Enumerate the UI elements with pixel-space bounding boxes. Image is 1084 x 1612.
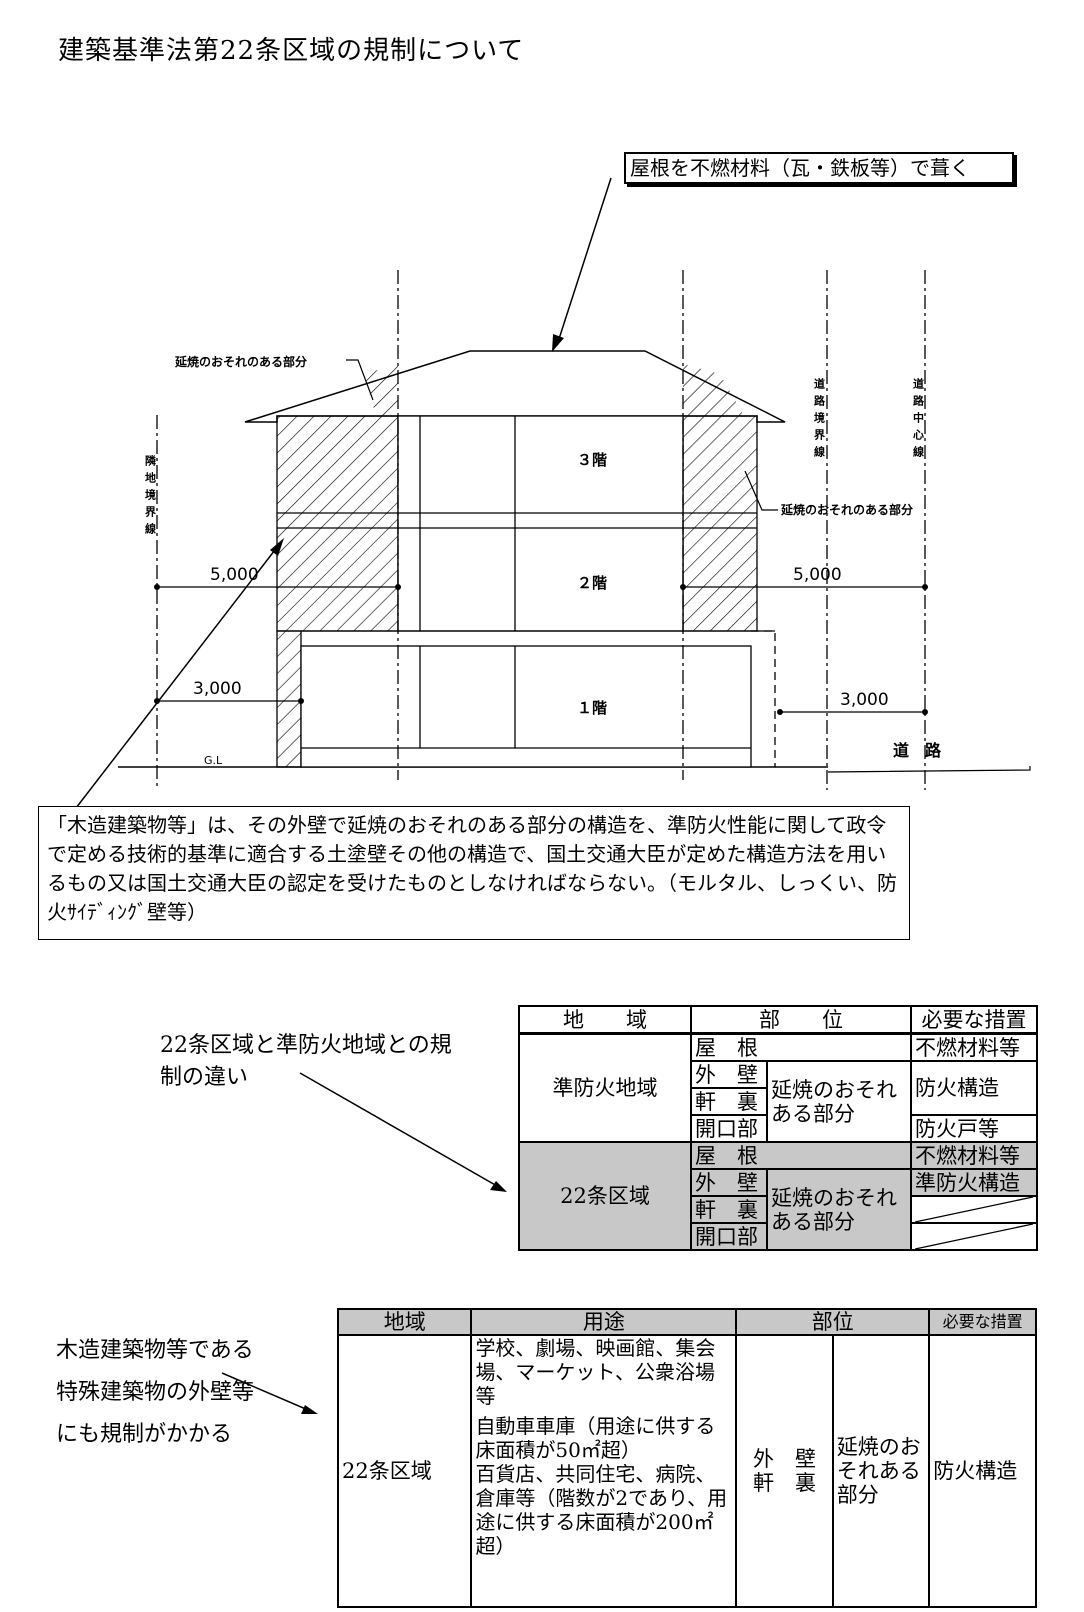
dim-left-upper: 5,000	[210, 565, 259, 585]
comparison-note: 22条区域と準防火地域との規制の違い	[160, 1033, 452, 1090]
special-building-table: 地域 用途 部位 必要な措置 22条区域 学校、劇場、映画館、集会場、マーケット…	[336, 1308, 1037, 1608]
dim-left-lower: 3,000	[193, 679, 242, 699]
roof-hatch-left	[364, 364, 398, 416]
t2-header-measure: 必要な措置	[928, 1308, 1037, 1336]
t2-uses: 学校、劇場、映画館、集会場、マーケット、公衆浴場等 自動車車庫（用途に供する床面…	[470, 1334, 738, 1608]
wood-building-callout: 「木造建築物等」は、その外壁で延焼のおそれのある部分の構造を、準防火性能に関して…	[38, 806, 910, 940]
t1-zone-semi-fire: 準防火地域	[518, 1032, 692, 1143]
hatched-wall-right-upper	[682, 415, 758, 632]
first-floor	[300, 645, 752, 768]
t2-header-zone: 地域	[336, 1308, 473, 1336]
t1-header-zone: 地 域	[518, 1005, 692, 1035]
fire-spread-label-left: 延焼のおそれのある部分	[174, 354, 307, 369]
dim-right-upper: 5,000	[793, 565, 842, 585]
special-building-note: 木造建築物等である 特殊建築物の外壁等 にも規制がかかる	[56, 1338, 255, 1447]
floor-2-label: ２階	[577, 574, 607, 592]
road-center-label: 道路中心線	[912, 377, 925, 463]
roof-callout: 屋根を不燃材料（瓦・鉄板等）で葺く	[624, 152, 1014, 184]
floor-1-label: １階	[577, 699, 607, 717]
road-boundary-label: 道路境界線	[813, 377, 826, 463]
comparison-table: 地 域 部 位 必要な措置 準防火地域 屋 根 不燃材料等 外 壁 延焼のおそれ…	[518, 1005, 1038, 1251]
t2-part: 外 壁 軒 裏	[735, 1334, 834, 1608]
building-diagram: 延焼のおそれのある部分 延焼のおそれのある部分 ３階 ２階 １階 5,000 3…	[75, 177, 1031, 809]
hatched-wall-left-lower	[276, 630, 302, 768]
t1-header-measure: 必要な措置	[910, 1005, 1038, 1035]
upper-floors	[397, 415, 684, 632]
gl-label: G.L	[204, 754, 223, 767]
t1-blank-cell	[910, 1195, 1038, 1224]
dim-right-lower: 3,000	[840, 690, 889, 710]
page-title: 建築基準法第22条区域の規制について	[58, 36, 525, 66]
note-arrows	[221, 1072, 507, 1414]
hatched-wall-left-upper	[276, 415, 399, 632]
t2-header-use: 用途	[470, 1308, 738, 1336]
fire-spread-label-right: 延焼のおそれのある部分	[780, 502, 913, 517]
road-surface-line	[827, 766, 1031, 773]
t2-header-part: 部位	[735, 1308, 931, 1336]
t2-measure: 防火構造	[928, 1334, 1037, 1608]
t1-blank-cell	[910, 1222, 1038, 1251]
t2-spread: 延焼のおそれある部分	[831, 1334, 931, 1608]
neighbor-line-label: 隣地境界線	[144, 454, 157, 540]
t1-header-part: 部 位	[690, 1005, 912, 1035]
t2-zone: 22条区域	[336, 1334, 473, 1608]
t1-zone-22: 22条区域	[518, 1141, 692, 1251]
floor-3-label: ３階	[577, 451, 607, 469]
roof-hatch-right	[683, 364, 744, 416]
road-label: 道 路	[893, 741, 942, 760]
